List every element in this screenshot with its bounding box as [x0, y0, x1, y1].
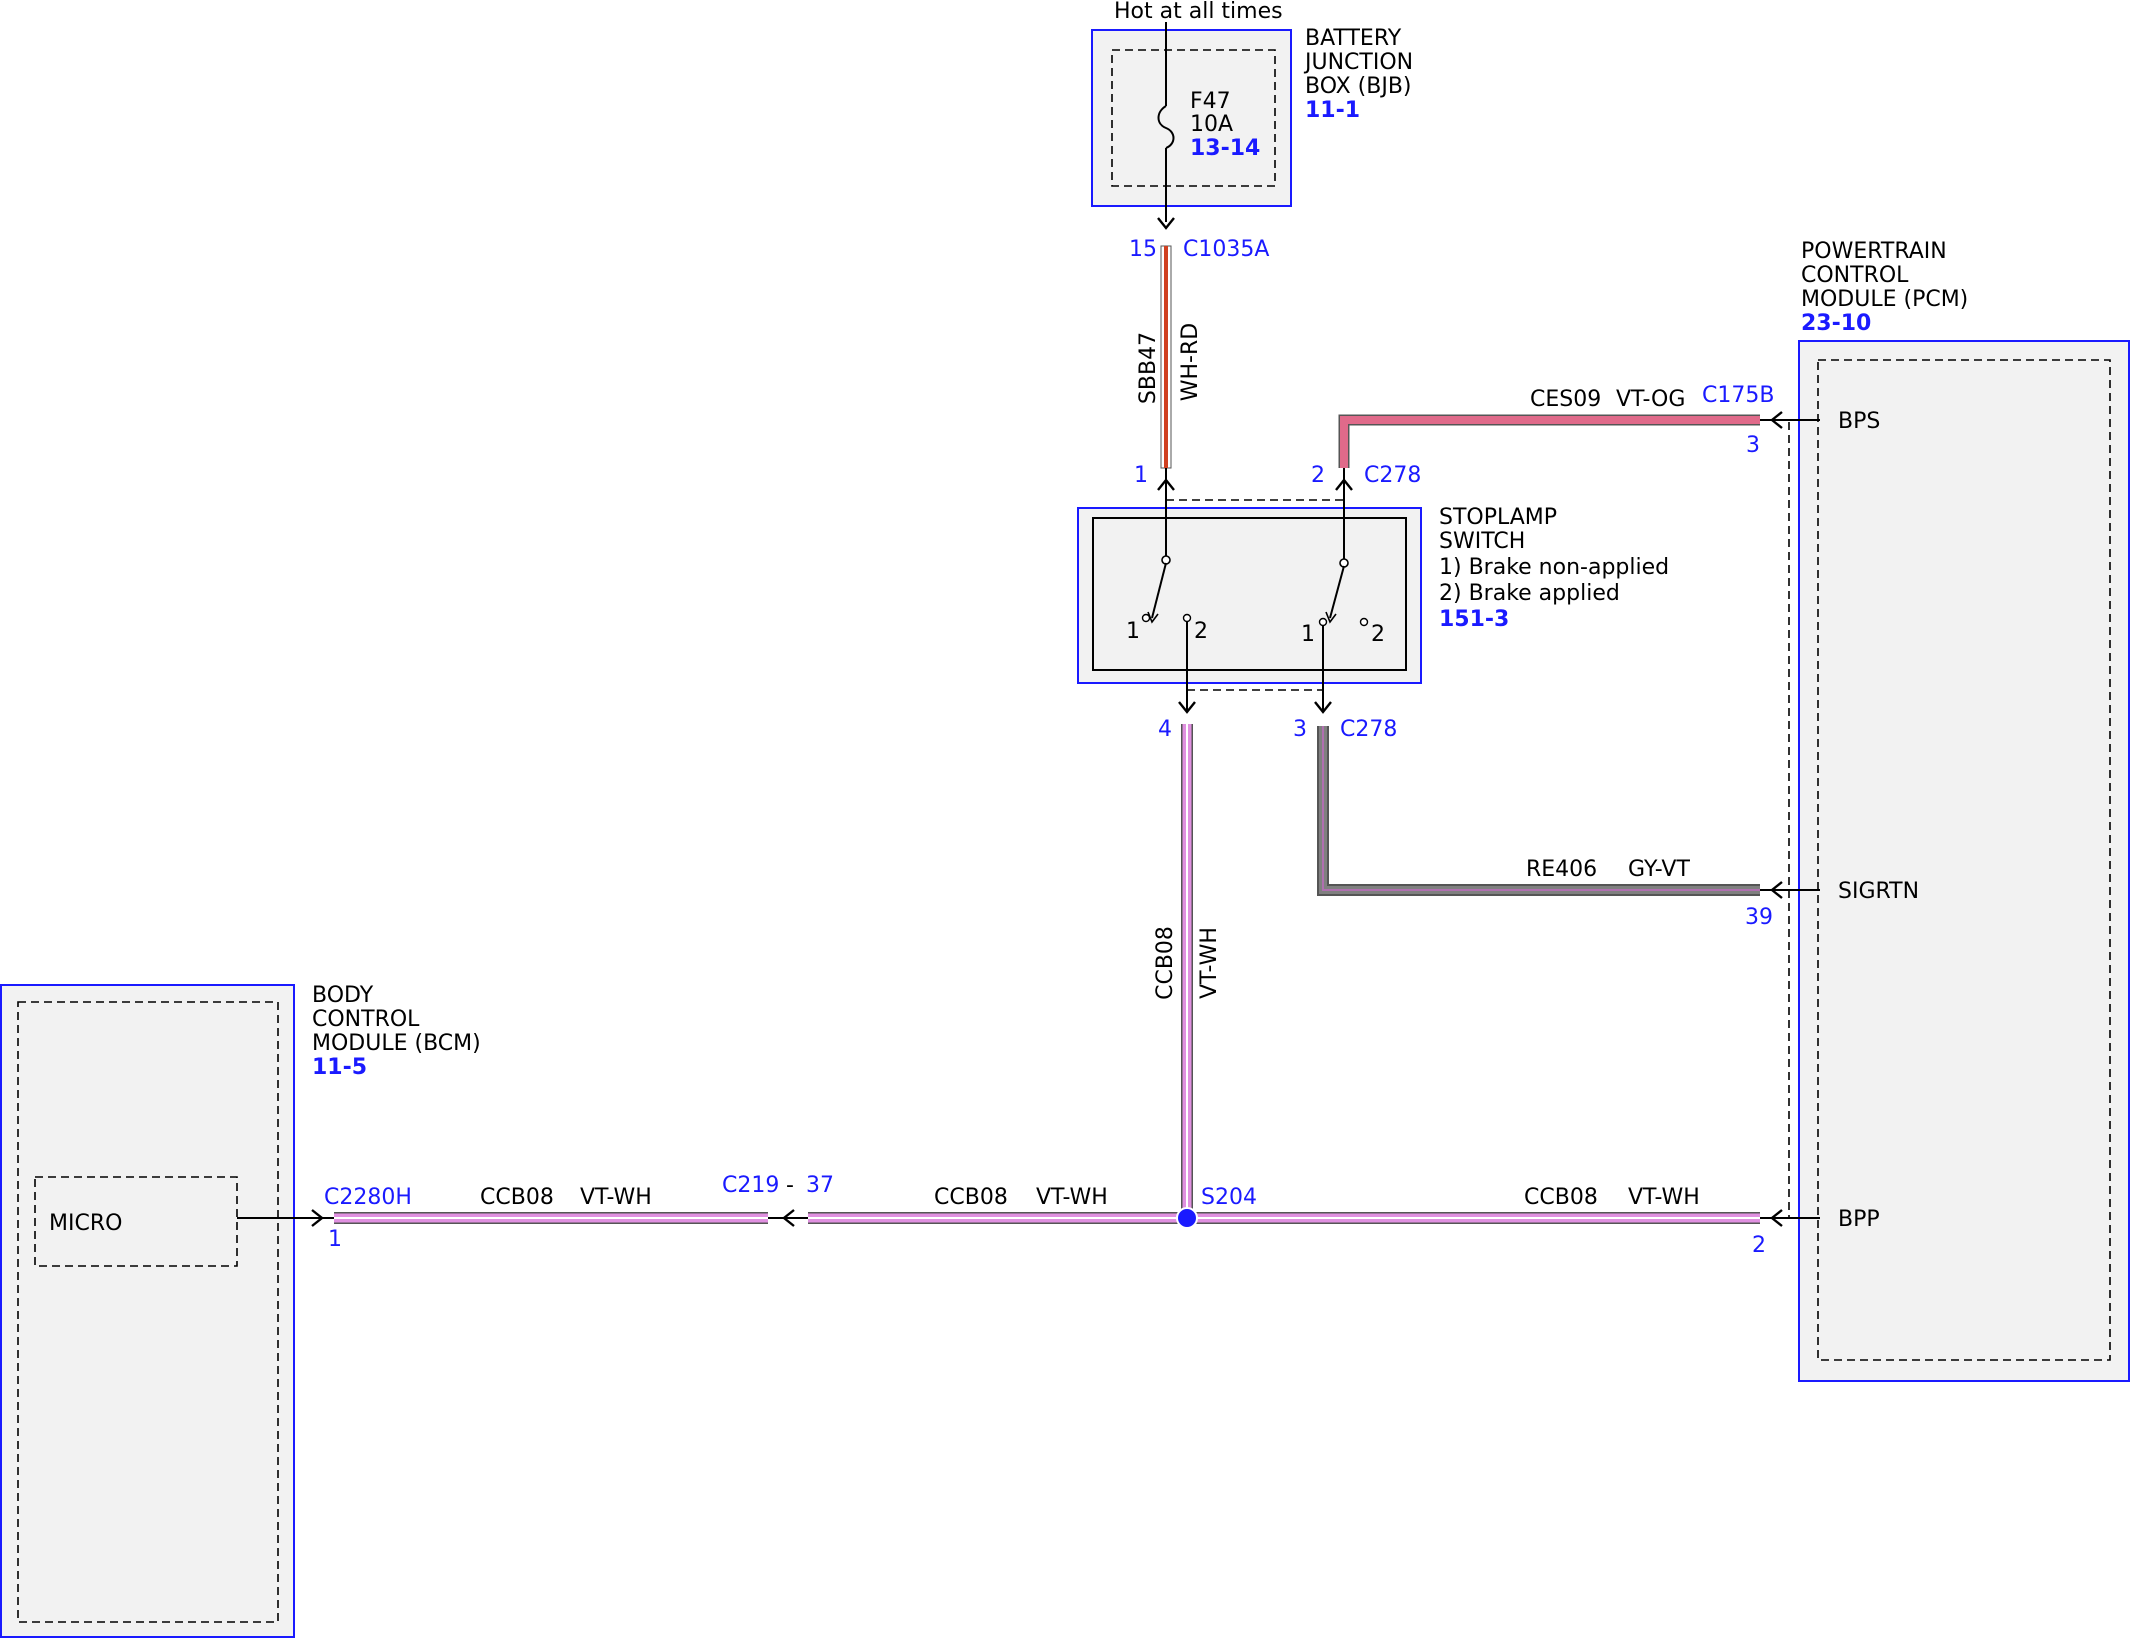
pcm-signal-bps: BPS: [1838, 409, 1880, 434]
switch-a-blade: [1151, 562, 1167, 619]
bcm-internal-box: [17, 1001, 279, 1623]
chevron-right-icon: [311, 1209, 324, 1227]
fuse-icon: [1157, 105, 1175, 149]
wire-ccb08-right-pin: 2: [1752, 1233, 1766, 1258]
pcm-name-line1: POWERTRAIN: [1801, 239, 1947, 264]
bcm-connector-pin: 1: [328, 1227, 342, 1252]
bjb-internal-box: [1111, 49, 1276, 187]
inline-connector-sep: -: [786, 1173, 794, 1198]
stoplamp-name-line2: SWITCH: [1439, 529, 1525, 554]
stoplamp-connector-top[interactable]: C278: [1364, 463, 1421, 488]
power-source-label: Hot at all times: [1114, 0, 1283, 24]
fuse-name: F47: [1190, 89, 1231, 114]
chevron-left-icon: [782, 1209, 795, 1227]
pcm-connector-dashed: [1778, 419, 1790, 1219]
wire-ccb08-left[interactable]: [334, 1212, 768, 1224]
bcm-module-box: [0, 984, 295, 1638]
wire-ccb08-middle[interactable]: [808, 1212, 1187, 1224]
switch-a-pos1: 1: [1126, 619, 1140, 644]
chevron-left-icon: [1770, 881, 1783, 899]
stoplamp-pin-3: 3: [1293, 717, 1307, 742]
wire-ces09-color: VT-OG: [1616, 387, 1685, 412]
wire-ces09[interactable]: [1338, 414, 1760, 468]
bcm-micro-label: MICRO: [49, 1211, 122, 1236]
wire-ccb08-right-color: VT-WH: [1628, 1185, 1700, 1210]
switch-b-pos2: 2: [1371, 622, 1385, 647]
wire-ccb08-left-color: VT-WH: [580, 1185, 652, 1210]
wire-ccb08-vertical-color: VT-WH: [1197, 927, 1222, 999]
fuse-rating: 10A: [1190, 112, 1233, 137]
bjb-out-pin: 15: [1129, 237, 1157, 262]
wire-ccb08-left-circuit: CCB08: [480, 1185, 554, 1210]
pcm-signal-sigrtn: SIGRTN: [1838, 879, 1919, 904]
pcm-name-line2: CONTROL: [1801, 263, 1909, 288]
wire-ccb08-vertical-circuit: CCB08: [1153, 926, 1178, 1000]
wire-ces09-pin: 3: [1746, 433, 1760, 458]
bcm-name-line2: CONTROL: [312, 1007, 420, 1032]
stoplamp-pin-4: 4: [1158, 717, 1172, 742]
bcm-ref-link[interactable]: 11-5: [312, 1055, 367, 1080]
wire-ces09-connector[interactable]: C175B: [1702, 383, 1774, 408]
chevron-left-icon: [1770, 1209, 1783, 1227]
wire-sbb47[interactable]: [1160, 245, 1172, 469]
pcm-signal-bpp: BPP: [1838, 1207, 1880, 1232]
bjb-name-line1: BATTERY: [1305, 26, 1402, 51]
bjb-ref-link[interactable]: 11-1: [1305, 98, 1360, 123]
stoplamp-switch-box: [1077, 507, 1422, 684]
bcm-connector-c2280h[interactable]: C2280H: [324, 1185, 412, 1210]
wire-re406-color: GY-VT: [1628, 857, 1690, 882]
bcm-name-line1: BODY: [312, 983, 374, 1008]
bcm-micro-box: [34, 1176, 238, 1267]
pcm-internal-box: [1817, 359, 2111, 1361]
wire-re406[interactable]: [1317, 726, 1760, 896]
wire-ccb08-right-circuit: CCB08: [1524, 1185, 1598, 1210]
stoplamp-ref-link[interactable]: 151-3: [1439, 607, 1509, 632]
splice-s204-dot[interactable]: [1176, 1207, 1198, 1229]
stoplamp-pin-2: 2: [1311, 463, 1325, 488]
switch-a-pos2: 2: [1194, 619, 1208, 644]
wire-ccb08-middle-color: VT-WH: [1036, 1185, 1108, 1210]
wire-ccb08-right[interactable]: [1187, 1212, 1760, 1224]
chevron-down-icon: [1314, 701, 1332, 714]
wire-ccb08-vertical[interactable]: [1181, 724, 1193, 1220]
bcm-name-line3: MODULE (BCM): [312, 1031, 481, 1056]
stoplamp-name-line1: STOPLAMP: [1439, 505, 1557, 530]
chevron-down-icon: [1157, 217, 1175, 230]
bjb-module-box: [1091, 29, 1292, 207]
inline-connector-c219[interactable]: C219: [722, 1173, 779, 1198]
switch-b-pivot: [1339, 558, 1349, 568]
wire-sbb47-color: WH-RD: [1178, 323, 1203, 401]
stoplamp-state1: 1) Brake non-applied: [1439, 555, 1669, 580]
chevron-down-icon: [1178, 701, 1196, 714]
stoplamp-switch-inner: [1092, 517, 1407, 671]
stoplamp-pin-1: 1: [1134, 463, 1148, 488]
pcm-module-box: [1798, 340, 2130, 1382]
wire-sbb47-circuit: SBB47: [1136, 332, 1161, 404]
wire-ccb08-middle-circuit: CCB08: [934, 1185, 1008, 1210]
stoplamp-state2: 2) Brake applied: [1439, 581, 1620, 606]
splice-s204-label[interactable]: S204: [1201, 1185, 1257, 1210]
switch-b-pos1: 1: [1301, 622, 1315, 647]
pcm-name-line3: MODULE (PCM): [1801, 287, 1968, 312]
bjb-out-connector[interactable]: C1035A: [1183, 237, 1269, 262]
chevron-left-icon: [1770, 411, 1783, 429]
bjb-name-line2: JUNCTION: [1303, 50, 1413, 75]
pcm-ref-link[interactable]: 23-10: [1801, 311, 1871, 336]
wire-re406-pin: 39: [1745, 905, 1773, 930]
wire-ces09-circuit: CES09: [1530, 387, 1601, 412]
inline-connector-pin: 37: [806, 1173, 834, 1198]
stoplamp-connector-bottom[interactable]: C278: [1340, 717, 1397, 742]
switch-b-blade: [1329, 565, 1345, 619]
wire-re406-circuit: RE406: [1526, 857, 1597, 882]
switch-a-pivot: [1161, 555, 1171, 565]
fuse-ref-link[interactable]: 13-14: [1190, 136, 1260, 161]
bjb-name-line3: BOX (BJB): [1305, 74, 1412, 99]
